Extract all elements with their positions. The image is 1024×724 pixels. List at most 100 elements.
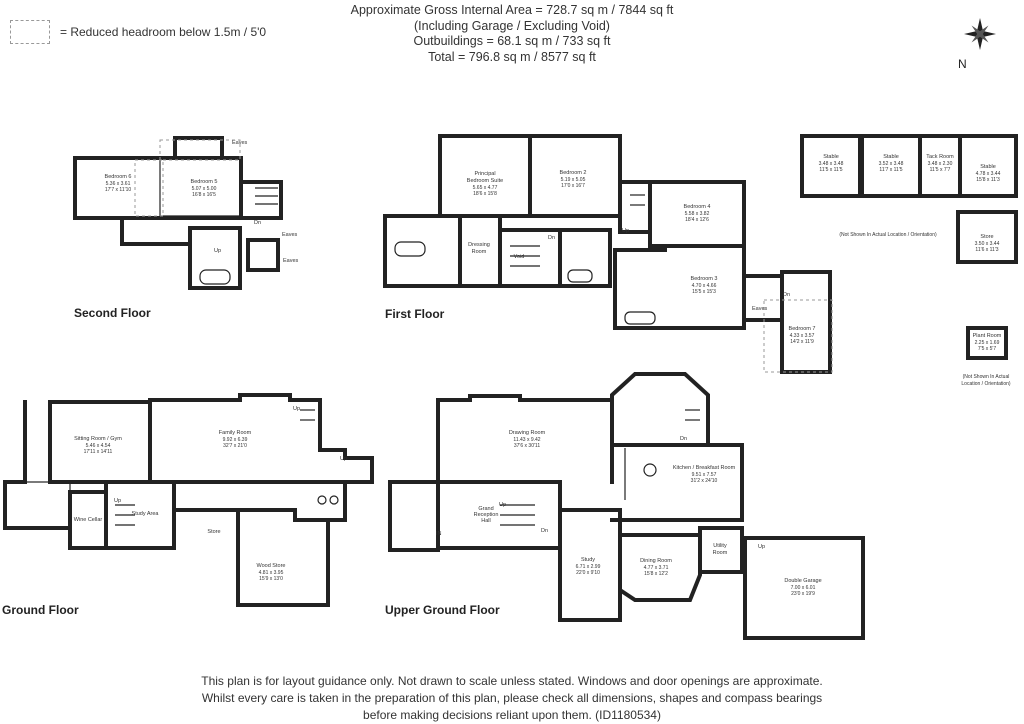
bedroom3-metric: 4.70 x 4.66 xyxy=(692,283,717,289)
plant-room-imperial: 7'5 x 5'7 xyxy=(978,346,997,352)
kitchen-imperial: 31'2 x 24'10 xyxy=(691,478,718,484)
double-garage-imperial: 23'0 x 19'9 xyxy=(791,591,815,597)
stair-down-marker: Dn xyxy=(541,528,548,534)
eaves-marker: Eaves xyxy=(282,232,298,238)
void-label: Void xyxy=(514,254,525,260)
double-garage-label: Double Garage xyxy=(784,578,821,584)
plant-location-note-2: Location / Orientation) xyxy=(961,381,1011,387)
bedroom5-metric: 5.07 x 5.00 xyxy=(192,186,217,192)
stair-down-marker: Dn xyxy=(680,436,687,442)
principal-label-2: Bedroom Suite xyxy=(467,178,503,184)
utility-room-label-2: Room xyxy=(713,550,728,556)
stair-up-marker: Up xyxy=(499,502,506,508)
bedroom5-label: Bedroom 5 xyxy=(191,179,218,185)
wine-cellar-label: Wine Cellar xyxy=(74,517,103,523)
grand-hall-label-2: Reception xyxy=(474,512,499,518)
utility-room-label-1: Utility xyxy=(713,543,727,549)
outbuildings-location-note: (Not Shown In Actual Location / Orientat… xyxy=(839,232,937,238)
second-floor-plan xyxy=(73,136,283,290)
stair-up-marker: Up xyxy=(293,406,300,412)
disclaimer-line-2: Whilst every care is taken in the prepar… xyxy=(201,691,823,705)
bedroom5-imperial: 16'8 x 16'5 xyxy=(192,192,216,198)
store-out-imperial: 11'6 x 11'3 xyxy=(975,247,998,253)
dressing-label-1: Dressing xyxy=(468,242,490,248)
grand-hall-label-3: Hall xyxy=(481,518,490,524)
bedroom7-imperial: 14'2 x 11'9 xyxy=(790,339,814,345)
principal-metric: 5.65 x 4.77 xyxy=(473,185,498,191)
bedroom7-label: Bedroom 7 xyxy=(789,326,816,332)
plant-room-label: Plant Room xyxy=(973,333,1002,339)
sitting-room-imperial: 17'11 x 14'11 xyxy=(84,449,113,455)
store-out-metric: 3.50 x 3.44 xyxy=(975,241,1000,247)
tack-room-imperial: 11'5 x 7'7 xyxy=(930,167,951,173)
study-imperial: 22'0 x 9'10 xyxy=(576,570,600,576)
stable2-label: Stable xyxy=(883,154,899,160)
outbuildings-plan xyxy=(800,134,1018,360)
bedroom4-label: Bedroom 4 xyxy=(684,204,711,210)
drawing-room-label: Drawing Room xyxy=(509,430,546,436)
eaves-marker: Eaves xyxy=(232,140,248,146)
disclaimer-line-1: This plan is for layout guidance only. N… xyxy=(201,674,823,688)
first-floor-plan xyxy=(383,134,833,374)
store-out-label: Store xyxy=(980,234,993,240)
bedroom6-imperial: 17'7 x 11'10 xyxy=(105,187,132,193)
stable3-imperial: 15'8 x 11'3 xyxy=(976,177,1000,183)
stable1-metric: 3.48 x 3.48 xyxy=(819,161,844,167)
kitchen-label: Kitchen / Breakfast Room xyxy=(673,465,736,471)
dining-room-label: Dining Room xyxy=(640,558,672,564)
study-label: Study xyxy=(581,557,595,563)
stair-down-marker: Dn xyxy=(254,220,261,226)
eaves-marker: Eaves xyxy=(283,258,299,264)
sitting-room-label: Sitting Room / Gym xyxy=(74,436,122,442)
drawing-room-metric: 11.43 x 9.42 xyxy=(513,437,540,443)
ground-floor-plan xyxy=(3,393,374,607)
disclaimer: This plan is for layout guidance only. N… xyxy=(0,673,1024,724)
grand-hall-label-1: Grand xyxy=(478,506,493,512)
compass-north-label: N xyxy=(958,57,967,71)
wood-store-metric: 4.81 x 3.95 xyxy=(259,570,284,576)
garage-note-line: (Including Garage / Excluding Void) xyxy=(414,18,610,33)
stair-down-marker: Dn xyxy=(783,292,790,298)
bedroom4-metric: 5.58 x 3.82 xyxy=(685,211,710,217)
outbuildings-line: Outbuildings = 68.1 sq m / 733 sq ft xyxy=(413,34,611,48)
legend-text: = Reduced headroom below 1.5m / 5'0 xyxy=(60,25,267,39)
bedroom7-metric: 4.33 x 3.57 xyxy=(790,333,815,339)
sitting-room-metric: 5.46 x 4.54 xyxy=(86,443,111,449)
stair-up-marker: Up xyxy=(340,456,347,462)
disclaimer-line-3: before making decisions reliant upon the… xyxy=(363,708,661,722)
tack-room-label: Tack Room xyxy=(926,154,954,160)
principal-label-1: Principal xyxy=(474,171,495,177)
bedroom6-metric: 5.36 x 3.61 xyxy=(106,181,131,187)
dressing-label-2: Room xyxy=(472,249,487,255)
second-floor-title: Second Floor xyxy=(74,306,151,320)
entrance-marker: IN xyxy=(436,531,442,537)
wood-store-imperial: 15'9 x 13'0 xyxy=(259,576,283,582)
tack-room-metric: 3.48 x 2.30 xyxy=(928,161,953,167)
area-summary: Approximate Gross Internal Area = 728.7 … xyxy=(0,3,1024,65)
principal-imperial: 18'6 x 15'8 xyxy=(473,191,497,197)
bedroom2-label: Bedroom 2 xyxy=(560,170,587,176)
plant-room-metric: 2.25 x 1.69 xyxy=(975,340,1000,346)
total-line: Total = 796.8 sq m / 8577 sq ft xyxy=(428,49,596,64)
upper-ground-floor-title: Upper Ground Floor xyxy=(385,603,500,617)
gross-area-line: Approximate Gross Internal Area = 728.7 … xyxy=(350,3,674,17)
bedroom2-metric: 5.19 x 5.05 xyxy=(561,177,586,183)
stable1-label: Stable xyxy=(823,154,839,160)
stair-down-marker: Dn xyxy=(548,235,555,241)
kitchen-metric: 9.51 x 7.57 xyxy=(692,472,717,478)
bedroom3-label: Bedroom 3 xyxy=(691,276,718,282)
stable2-metric: 3.52 x 3.48 xyxy=(879,161,904,167)
stair-up-marker: Up xyxy=(214,248,221,254)
family-room-label: Family Room xyxy=(219,430,252,436)
store-gf-label: Store xyxy=(207,529,220,535)
upper-ground-floor-plan xyxy=(388,372,865,640)
bedroom2-imperial: 17'0 x 16'7 xyxy=(561,183,585,189)
bedroom3-imperial: 15'5 x 15'3 xyxy=(692,289,716,295)
bedroom4-imperial: 18'4 x 12'6 xyxy=(685,217,709,223)
double-garage-metric: 7.00 x 6.01 xyxy=(791,585,816,591)
stair-up-marker: Up xyxy=(114,498,121,504)
family-room-metric: 9.92 x 6.39 xyxy=(223,437,248,443)
stair-up-marker: Up xyxy=(758,544,765,550)
study-metric: 6.71 x 2.99 xyxy=(576,564,601,570)
